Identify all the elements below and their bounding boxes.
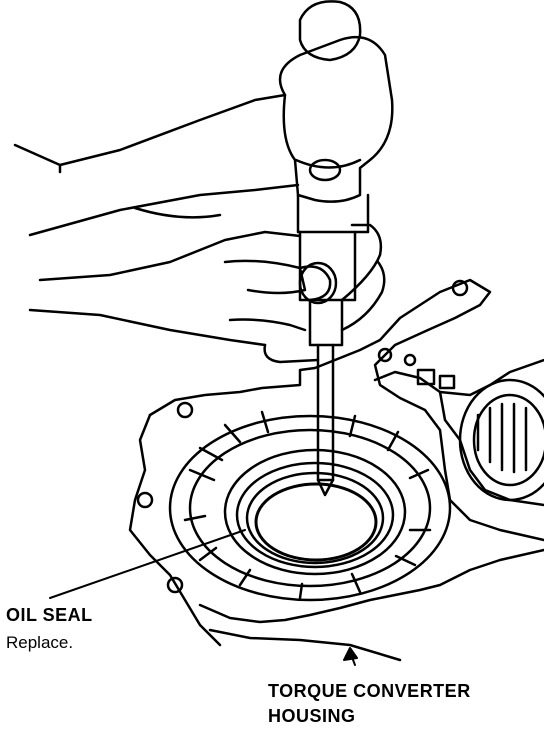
torque-converter-housing-label-line2: HOUSING: [268, 706, 356, 726]
hammer-icon: [278, 0, 394, 234]
torque-converter-housing-drawing: [128, 278, 544, 662]
oil-seal-note: Replace.: [6, 633, 74, 652]
hand-icon: [13, 93, 386, 364]
torque-converter-housing-label-line1: TORQUE CONVERTER: [268, 681, 471, 701]
oil-seal-leader: [49, 529, 246, 599]
leader-lines: [49, 529, 358, 666]
oil-seal-label: OIL SEAL: [6, 605, 93, 625]
